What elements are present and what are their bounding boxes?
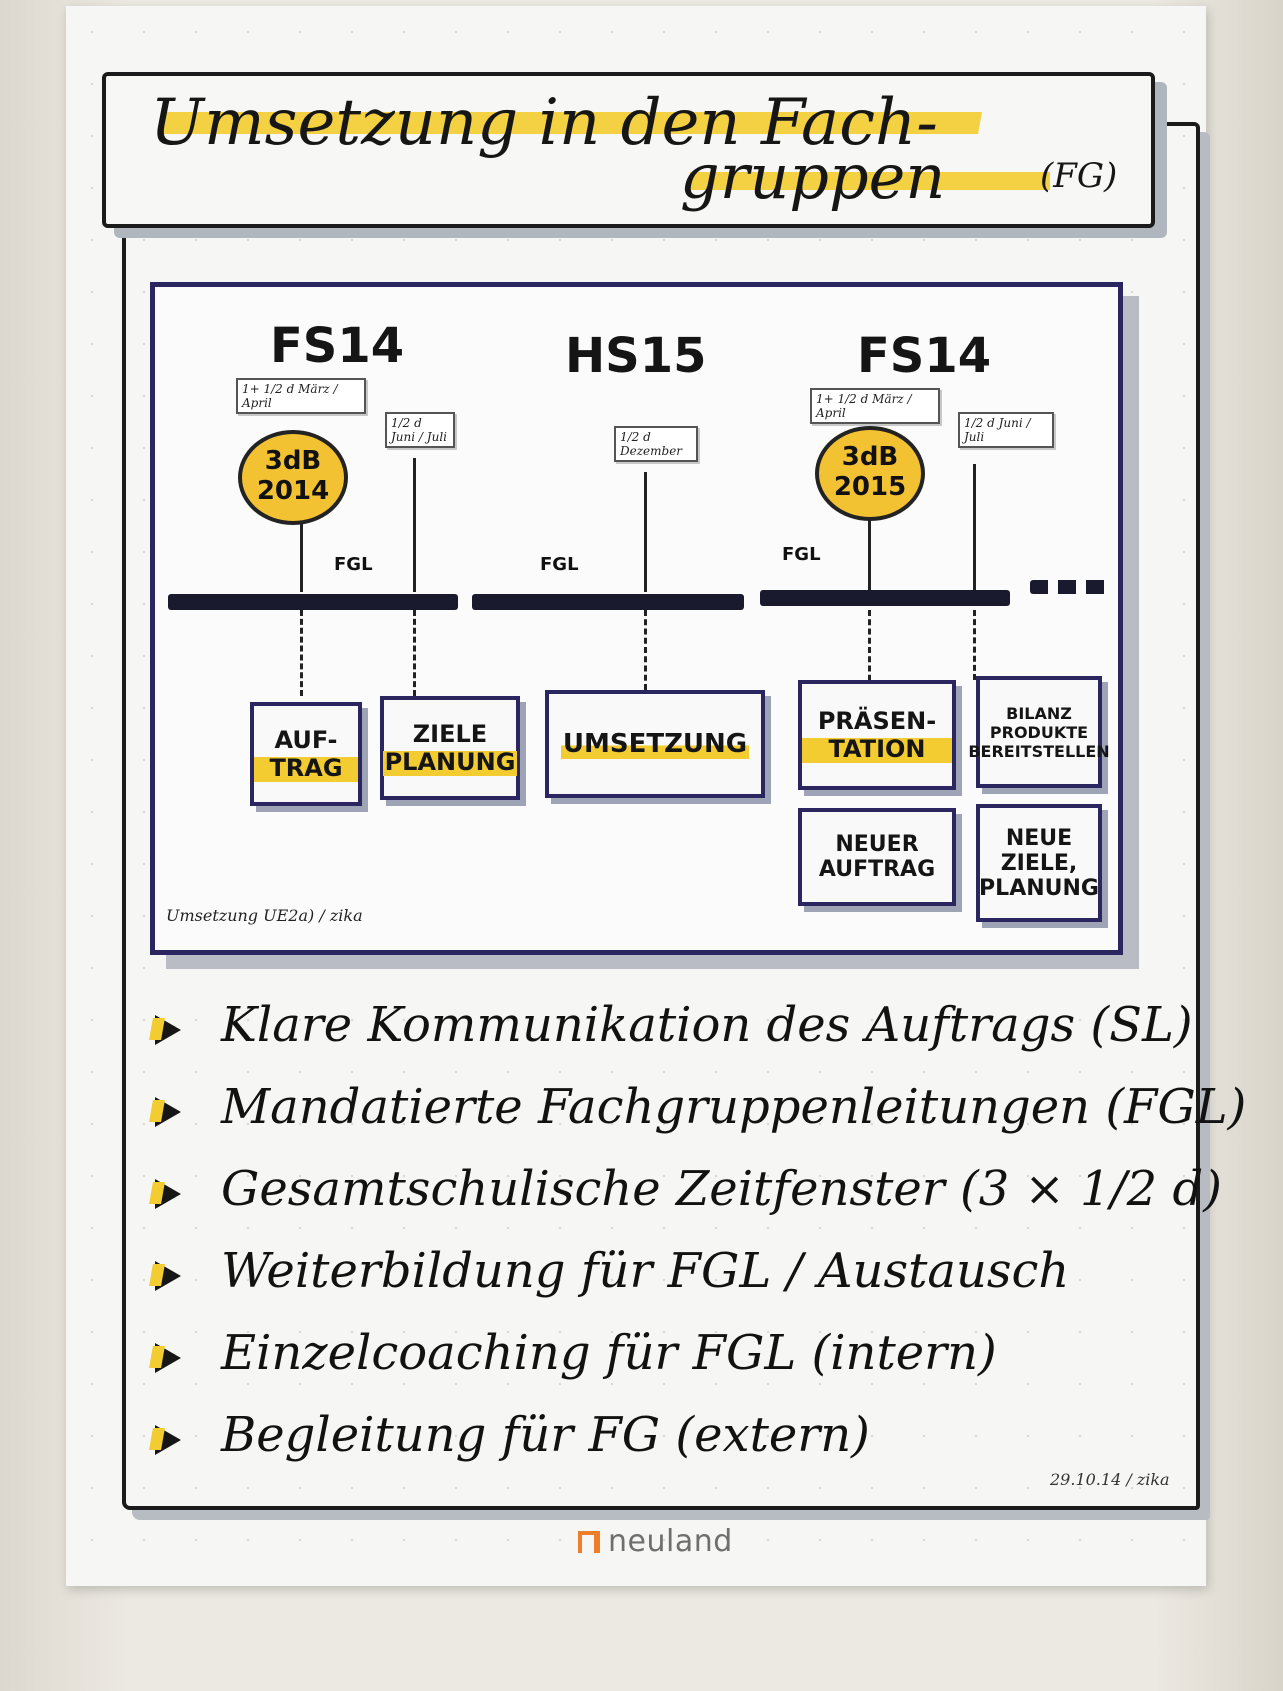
- fgl-label-1: FGL: [334, 554, 373, 575]
- connector-line: [644, 472, 647, 592]
- sun-3db-2015: 3dB 2015: [815, 426, 925, 521]
- dashed-connector: [413, 610, 416, 696]
- bullet-text: Einzelcoaching für FGL (intern): [221, 1325, 997, 1381]
- logo-text: neuland: [608, 1524, 733, 1559]
- bullet-text: Mandatierte Fachgruppenleitungen (FGL): [221, 1079, 1247, 1135]
- season-label-3: FS14: [857, 328, 992, 384]
- list-item: Klare Kommunikation des Auftrags (SL): [155, 990, 1193, 1060]
- title-abbreviation: (FG): [1040, 156, 1118, 196]
- date-box-2: 1/2 d Juni / Juli: [385, 412, 455, 448]
- neuland-logo-icon: [578, 1530, 600, 1553]
- season-label-1: FS14: [270, 318, 405, 374]
- step-bilanz: BILANZ PRODUKTE BEREITSTELLEN: [968, 676, 1110, 788]
- step-praesentation: PRÄSEN- TATION: [798, 680, 956, 790]
- timeline-segment-3: [760, 590, 1010, 606]
- timeline-segment-1: [168, 594, 458, 610]
- timeline-continuation: [1030, 580, 1110, 594]
- triangle-bullet-icon: [155, 1425, 181, 1455]
- list-item: Mandatierte Fachgruppenleitungen (FGL): [155, 1072, 1246, 1142]
- step-label: NEUER AUFTRAG: [818, 832, 936, 882]
- step-auftrag: AUF- TRAG: [250, 702, 362, 806]
- dashed-connector: [644, 610, 647, 690]
- triangle-bullet-icon: [155, 1179, 181, 1209]
- step-label: ZIELE PLANUNG: [382, 720, 518, 776]
- connector-line: [413, 458, 416, 592]
- date-box-3: 1/2 d Dezember: [614, 426, 698, 462]
- bullet-text: Weiterbildung für FGL / Austausch: [221, 1243, 1070, 1299]
- connector-line: [868, 520, 871, 592]
- step-ziele-planung: ZIELE PLANUNG: [380, 696, 520, 800]
- bullet-text: Klare Kommunikation des Auftrags (SL): [221, 997, 1193, 1053]
- list-item: Begleitung für FG (extern): [155, 1400, 870, 1470]
- signature: 29.10.14 / zika: [1050, 1470, 1170, 1489]
- dashed-connector: [868, 610, 871, 690]
- step-umsetzung: UMSETZUNG: [545, 690, 765, 798]
- dashed-connector: [973, 610, 976, 680]
- step-label: PRÄSEN- TATION: [802, 707, 952, 763]
- step-neuer-auftrag: NEUER AUFTRAG: [798, 808, 956, 906]
- timeline-segment-2: [472, 594, 744, 610]
- step-label: AUF- TRAG: [254, 726, 358, 782]
- date-box-5: 1/2 d Juni / Juli: [958, 412, 1054, 448]
- list-item: Einzelcoaching für FGL (intern): [155, 1318, 997, 1388]
- step-label: UMSETZUNG: [560, 729, 750, 759]
- title-box: [102, 72, 1155, 228]
- bullet-text: Begleitung für FG (extern): [221, 1407, 870, 1463]
- connector-line: [300, 520, 303, 592]
- triangle-bullet-icon: [155, 1097, 181, 1127]
- title-line-1: Umsetzung in den Fach-: [150, 86, 938, 160]
- bullet-text: Gesamtschulische Zeitfenster (3 × 1/2 d): [221, 1161, 1222, 1217]
- sun-3db-2014: 3dB 2014: [238, 430, 348, 525]
- triangle-bullet-icon: [155, 1261, 181, 1291]
- date-box-1: 1+ 1/2 d März / April: [236, 378, 366, 414]
- fgl-label-2: FGL: [540, 554, 579, 575]
- connector-line: [973, 464, 976, 592]
- step-label: NEUE ZIELE, PLANUNG: [979, 825, 1099, 901]
- triangle-bullet-icon: [155, 1015, 181, 1045]
- step-neue-ziele: NEUE ZIELE, PLANUNG: [976, 804, 1102, 922]
- title-line-2: gruppen: [680, 140, 946, 213]
- list-item: Gesamtschulische Zeitfenster (3 × 1/2 d): [155, 1154, 1222, 1224]
- fgl-label-3: FGL: [782, 544, 821, 565]
- list-item: Weiterbildung für FGL / Austausch: [155, 1236, 1069, 1306]
- dashed-connector: [300, 610, 303, 696]
- neuland-logo: neuland: [578, 1524, 733, 1559]
- triangle-bullet-icon: [155, 1343, 181, 1373]
- season-label-2: HS15: [565, 328, 707, 384]
- title-highlight-2: [690, 172, 1050, 190]
- diagram-footer: Umsetzung UE2a) / zika: [166, 906, 363, 925]
- date-box-4: 1+ 1/2 d März / April: [810, 388, 940, 424]
- step-label: BILANZ PRODUKTE BEREITSTELLEN: [968, 703, 1110, 761]
